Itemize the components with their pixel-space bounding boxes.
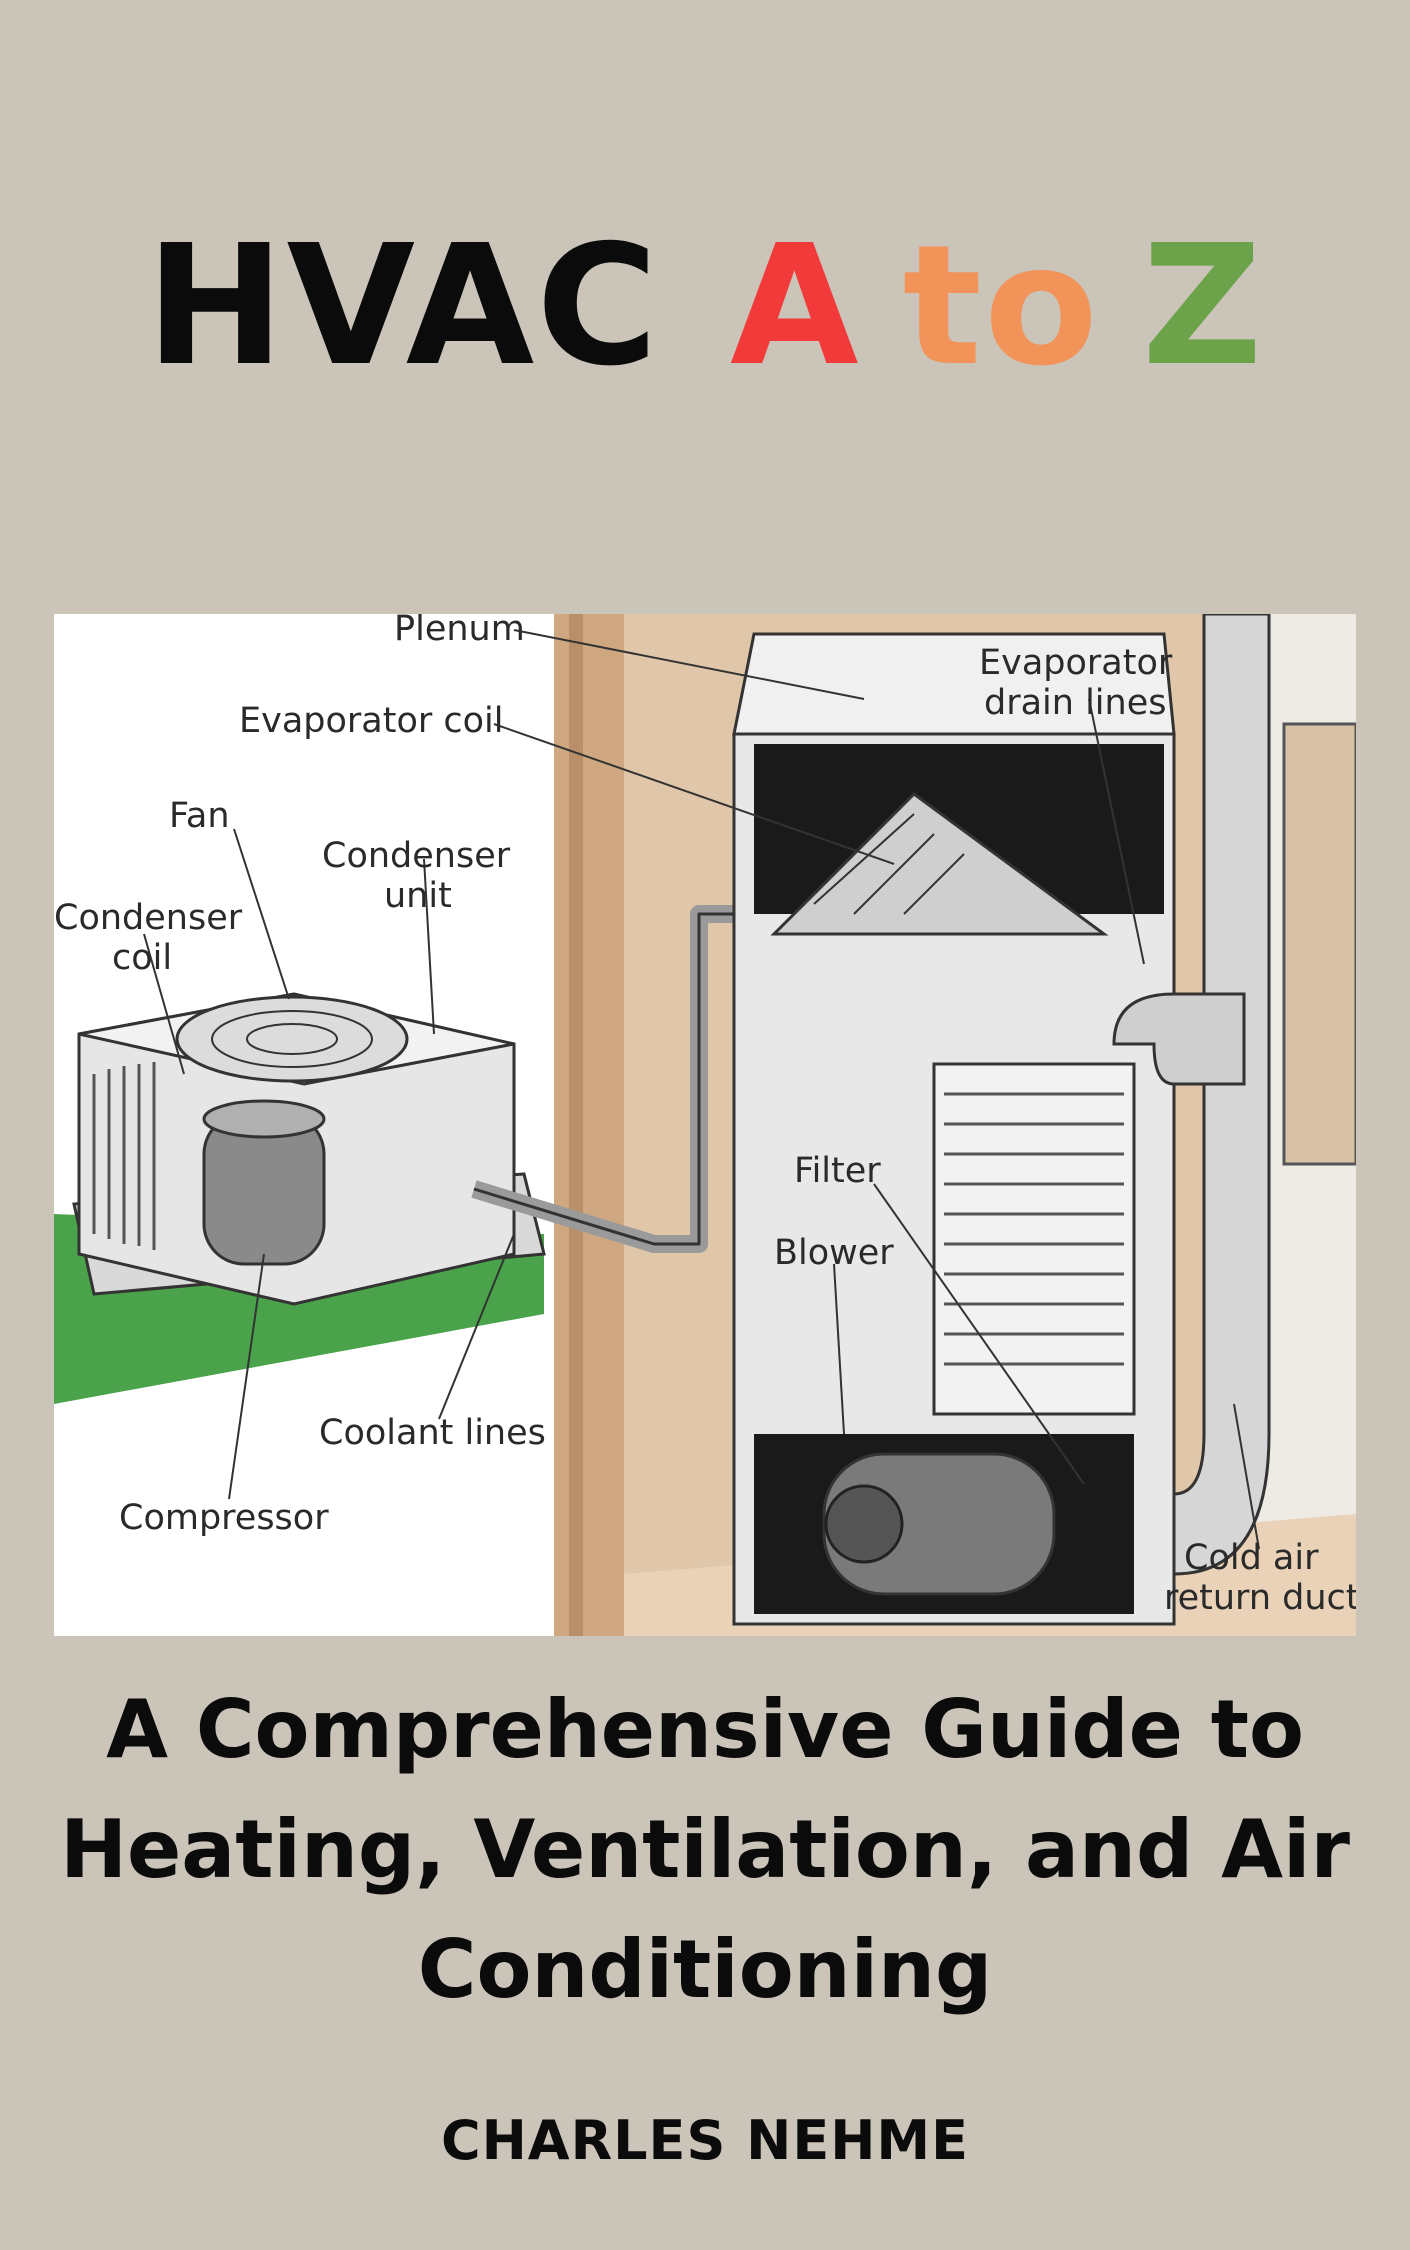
title-z: Z <box>1141 210 1265 403</box>
fan-ring <box>211 1010 373 1068</box>
label-condenser-coil-2: coil <box>112 938 172 978</box>
title-a: A <box>730 210 861 403</box>
label-condenser-unit-2: unit <box>384 876 452 916</box>
compressor-top <box>202 1099 326 1139</box>
label-compressor: Compressor <box>119 1498 329 1538</box>
coolant-line-outline <box>473 912 784 1246</box>
fan-ring-inner <box>246 1023 338 1055</box>
label-filter: Filter <box>794 1151 881 1191</box>
wall-stud-edge <box>569 614 583 1636</box>
label-plenum: Plenum <box>394 614 525 649</box>
wall-stud <box>554 614 624 1636</box>
label-condenser-unit-1: Condenser <box>322 836 511 876</box>
label-condenser-coil-1: Condenser <box>54 898 243 938</box>
evaporator-coil-lines <box>813 813 965 915</box>
filter-shape <box>932 1062 1136 1416</box>
hvac-diagram-drawing: Plenum Evaporator coil Evaporator drain … <box>54 614 1356 1636</box>
condenser-coil-fins <box>92 1062 156 1250</box>
filter-slats <box>944 1092 1124 1366</box>
label-cold-air-1: Cold air <box>1184 1538 1319 1578</box>
author-name: CHARLES NEHME <box>440 2109 970 2172</box>
title-to: to <box>902 210 1100 403</box>
book-subtitle: A Comprehensive Guide to Heating, Ventil… <box>60 1683 1350 2016</box>
label-evaporator-coil: Evaporator coil <box>239 701 504 741</box>
title-hvac: HVAC <box>145 210 661 403</box>
label-evaporator-drain-1: Evaporator <box>979 643 1173 683</box>
plenum-shape <box>732 632 1176 736</box>
blower-hub <box>824 1484 904 1564</box>
label-coolant-lines: Coolant lines <box>319 1413 546 1453</box>
evaporator-coil-shape <box>770 792 1109 936</box>
label-evaporator-drain-2: drain lines <box>984 683 1167 723</box>
right-window <box>1282 722 1356 1166</box>
hvac-illustration: Plenum Evaporator coil Evaporator drain … <box>54 614 1356 1636</box>
return-duct <box>1172 614 1271 1576</box>
condenser-fan-grill <box>175 995 409 1083</box>
label-fan: Fan <box>169 796 230 836</box>
duct-elbow <box>1112 992 1246 1086</box>
label-blower: Blower <box>774 1233 894 1273</box>
leader-lines <box>143 629 1260 1550</box>
label-cold-air-2: return duct <box>1164 1578 1356 1618</box>
